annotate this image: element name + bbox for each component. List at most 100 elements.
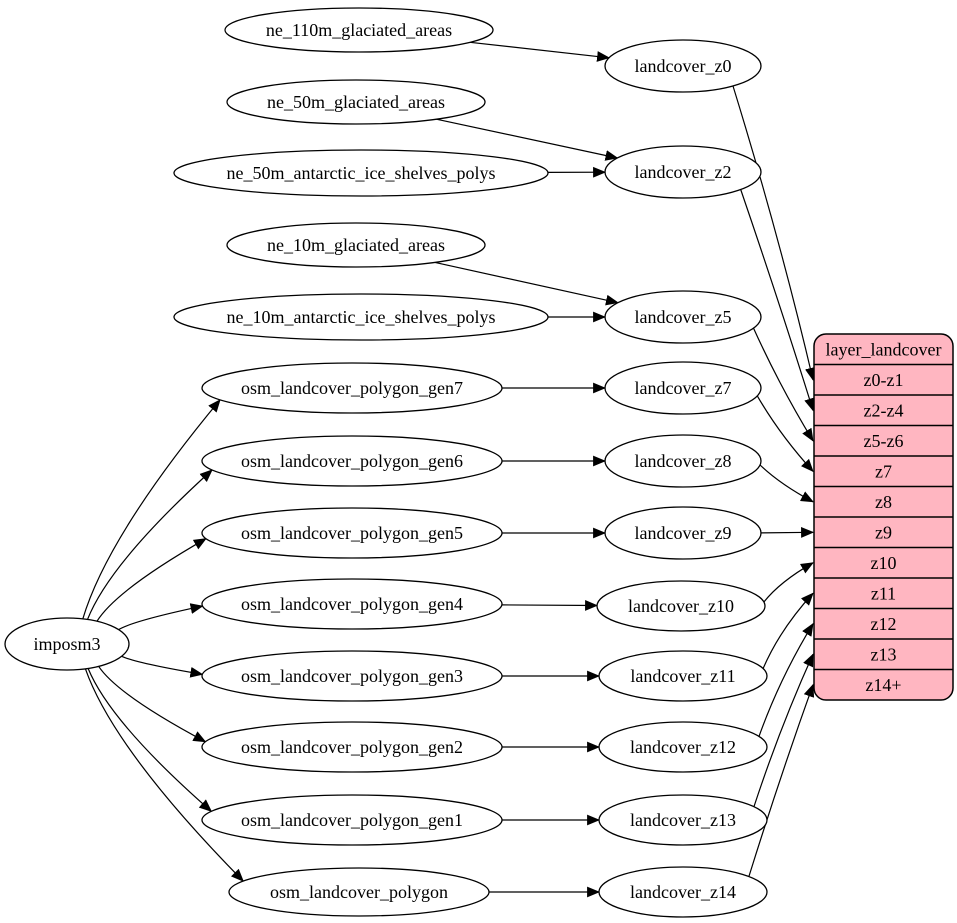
edge-landcover_z7-to-layer_landcover-z7	[756, 395, 814, 473]
graph-node-osm_landcover_polygon_gen7: osm_landcover_polygon_gen7	[201, 362, 503, 414]
nodes-layer: imposm3 ne_110m_glaciated_areas ne_50m_gla…	[4, 7, 768, 918]
graph-node-landcover_z2: landcover_z2	[604, 145, 762, 199]
node-shape	[604, 506, 762, 560]
edge-landcover_z13-to-layer_landcover-z13	[753, 653, 814, 807]
table-row-label: z13	[871, 644, 897, 664]
edge-imposm3-to-osm_landcover_polygon_gen3	[121, 655, 204, 678]
edge-imposm3-to-osm_landcover_polygon_gen5	[96, 538, 207, 622]
edge-landcover_z9-to-layer_landcover-z9	[760, 526, 815, 538]
node-shape	[4, 617, 130, 671]
node-label: ne_50m_antarctic_ice_shelves_polys	[227, 163, 496, 183]
edge-ne_110m_glaciated_areas-to-landcover_z0	[469, 41, 611, 62]
node-label: landcover_z9	[635, 523, 732, 543]
node-label: osm_landcover_polygon_gen1	[241, 810, 463, 830]
node-shape	[201, 507, 503, 559]
edge-imposm3-to-osm_landcover_polygon_gen6	[86, 469, 213, 620]
node-shape	[598, 650, 768, 702]
node-shape	[598, 866, 768, 918]
graph-node-landcover_z13: landcover_z13	[598, 794, 768, 846]
node-label: osm_landcover_polygon	[270, 882, 448, 902]
graph-node-landcover_z10: landcover_z10	[596, 580, 766, 632]
node-label: landcover_z8	[635, 451, 732, 471]
table-row-label: z12	[871, 614, 897, 634]
edge-landcover_z10-to-layer_landcover-z10	[763, 562, 814, 603]
node-shape	[598, 794, 768, 846]
graph-node-ne_10m_antarctic_ice_shelves_polys: ne_10m_antarctic_ice_shelves_polys	[173, 293, 549, 341]
node-shape	[604, 290, 762, 344]
node-label: osm_landcover_polygon_gen7	[241, 378, 463, 398]
node-shape	[201, 578, 503, 630]
node-label: ne_10m_antarctic_ice_shelves_polys	[227, 307, 496, 327]
node-label: imposm3	[33, 634, 100, 654]
node-label: osm_landcover_polygon_gen3	[241, 666, 463, 686]
graph-node-osm_landcover_polygon_gen3: osm_landcover_polygon_gen3	[201, 650, 503, 702]
graph-node-landcover_z11: landcover_z11	[598, 650, 768, 702]
node-shape	[201, 435, 503, 487]
edge-ne_50m_glaciated_areas-to-landcover_z2	[436, 118, 619, 161]
node-shape	[604, 145, 762, 199]
graph-node-landcover_z0: landcover_z0	[604, 39, 762, 93]
node-label: osm_landcover_polygon_gen4	[241, 594, 463, 614]
table-row-label: z9	[875, 522, 892, 542]
edge-landcover_z5-to-layer_landcover-z5-z6	[752, 327, 814, 442]
edge-landcover_z12-to-layer_landcover-z12	[758, 622, 814, 737]
table-row-label: z7	[875, 461, 892, 481]
edge-imposm3-to-osm_landcover_polygon_gen1	[87, 668, 213, 813]
edge-imposm3-to-osm_landcover_polygon	[84, 668, 244, 882]
node-label: osm_landcover_polygon_gen2	[241, 737, 463, 757]
graph-node-ne_50m_glaciated_areas: ne_50m_glaciated_areas	[226, 79, 486, 125]
node-label: landcover_z12	[630, 737, 736, 757]
edge-landcover_z8-to-layer_landcover-z8	[759, 464, 814, 503]
graph-node-landcover_z14: landcover_z14	[598, 866, 768, 918]
graph-node-osm_landcover_polygon_gen5: osm_landcover_polygon_gen5	[201, 507, 503, 559]
table-layer: layer_landcoverz0-z1z2-z4z5-z6z7z8z9z10z…	[813, 333, 954, 701]
node-shape	[173, 149, 549, 197]
node-label: ne_10m_glaciated_areas	[267, 235, 445, 255]
graph-node-landcover_z7: landcover_z7	[604, 361, 762, 415]
graph-node-osm_landcover_polygon_gen1: osm_landcover_polygon_gen1	[201, 794, 503, 846]
table-row-label: z2-z4	[864, 400, 904, 420]
graph-node-imposm3: imposm3	[4, 617, 130, 671]
node-shape	[201, 650, 503, 702]
node-label: landcover_z14	[630, 882, 736, 902]
node-shape	[228, 867, 490, 917]
node-shape	[224, 7, 494, 53]
node-shape	[201, 362, 503, 414]
node-shape	[173, 293, 549, 341]
edge-imposm3-to-osm_landcover_polygon_gen4	[118, 603, 204, 631]
node-label: ne_110m_glaciated_areas	[266, 20, 452, 40]
node-label: ne_50m_glaciated_areas	[267, 92, 445, 112]
edge-ne_10m_glaciated_areas-to-landcover_z5	[434, 261, 619, 306]
node-shape	[596, 580, 766, 632]
table-row-label: z5-z6	[864, 431, 904, 451]
node-shape	[201, 721, 503, 773]
node-label: landcover_z7	[635, 378, 732, 398]
node-shape	[226, 79, 486, 125]
edge-osm_landcover_polygon_gen4-to-landcover_z10	[501, 600, 599, 611]
graph-node-osm_landcover_polygon: osm_landcover_polygon	[228, 867, 490, 917]
edge-landcover_z2-to-layer_landcover-z2-z4	[740, 189, 815, 412]
graph-node-ne_50m_antarctic_ice_shelves_polys: ne_50m_antarctic_ice_shelves_polys	[173, 149, 549, 197]
node-label: landcover_z2	[635, 162, 732, 182]
graph-node-ne_10m_glaciated_areas: ne_10m_glaciated_areas	[226, 222, 486, 268]
graph-node-ne_110m_glaciated_areas: ne_110m_glaciated_areas	[224, 7, 494, 53]
graph-node-osm_landcover_polygon_gen2: osm_landcover_polygon_gen2	[201, 721, 503, 773]
edge-imposm3-to-osm_landcover_polygon_gen7	[82, 399, 221, 620]
graph-node-landcover_z8: landcover_z8	[604, 434, 762, 488]
node-shape	[226, 222, 486, 268]
node-shape	[598, 721, 768, 773]
node-shape	[201, 794, 503, 846]
table-layer-landcover: layer_landcoverz0-z1z2-z4z5-z6z7z8z9z10z…	[813, 333, 954, 701]
graph-node-osm_landcover_polygon_gen6: osm_landcover_polygon_gen6	[201, 435, 503, 487]
node-label: osm_landcover_polygon_gen6	[241, 451, 463, 471]
node-shape	[604, 361, 762, 415]
node-label: landcover_z13	[630, 810, 736, 830]
edge-landcover_z0-to-layer_landcover-z0-z1	[732, 85, 816, 381]
edges-layer	[82, 41, 816, 898]
edge-imposm3-to-osm_landcover_polygon_gen2	[98, 666, 207, 743]
node-label: landcover_z0	[635, 56, 732, 76]
edge-landcover_z11-to-layer_landcover-z11	[762, 592, 814, 669]
node-label: landcover_z5	[635, 307, 732, 327]
graph-node-landcover_z12: landcover_z12	[598, 721, 768, 773]
